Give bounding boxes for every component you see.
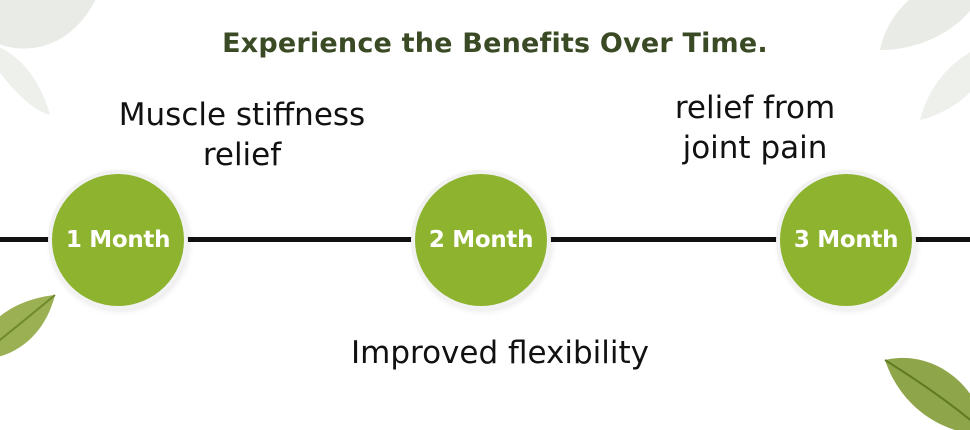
benefit-line: Muscle stiffness: [118, 97, 366, 133]
page-title: Experience the Benefits Over Time.: [222, 28, 768, 59]
milestone-3-month: 3 Month: [776, 170, 916, 310]
benefit-line: Improved flexibility: [350, 335, 650, 371]
benefit-text-2: Improved flexibility: [330, 333, 670, 373]
milestone-label: 1 Month: [65, 227, 171, 253]
milestone-2-month: 2 Month: [411, 170, 551, 310]
milestone-1-month: 1 Month: [48, 170, 188, 310]
milestone-label: 3 Month: [793, 227, 899, 253]
milestone-circle: 1 Month: [52, 174, 184, 306]
benefit-line: relief from: [674, 90, 836, 126]
benefit-text-3: relief from joint pain: [620, 88, 890, 168]
benefit-line: relief: [202, 137, 282, 173]
benefit-line: joint pain: [682, 130, 828, 166]
milestone-circle: 2 Month: [415, 174, 547, 306]
leaf-icon: [884, 357, 970, 430]
milestone-label: 2 Month: [428, 227, 534, 253]
leaf-icon: [0, 294, 56, 357]
milestone-circle: 3 Month: [780, 174, 912, 306]
benefit-text-1: Muscle stiffness relief: [92, 95, 392, 175]
